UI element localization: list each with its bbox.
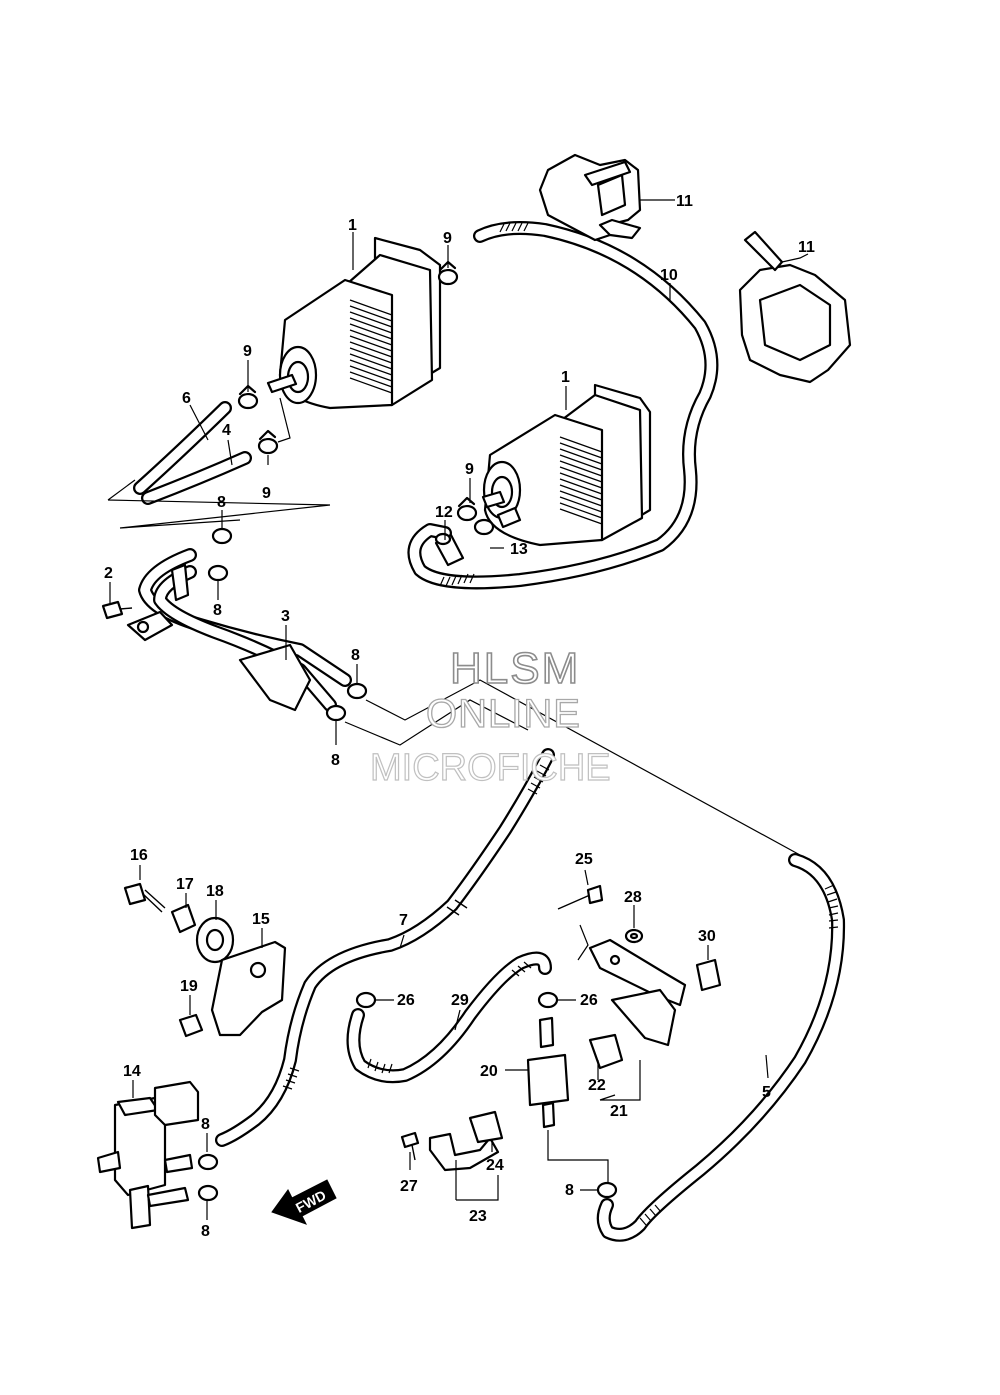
bolt-16 [123,882,166,913]
callout-23: 23 [469,1208,487,1225]
fwd-arrow-icon: FWD [271,1179,337,1225]
screw-27 [400,1131,420,1161]
watermark-line-2: ONLINE [426,692,581,736]
clamp-8g [596,1181,618,1199]
clamp-26b [537,991,559,1009]
clamp-13 [473,518,495,536]
callout-11-lower: 11 [798,239,815,256]
bracket-11-upper [538,153,642,242]
leader-lines [107,199,809,1220]
callout-15: 15 [252,911,270,928]
hose-29 [346,951,552,1084]
callout-12: 12 [435,504,453,521]
callout-24: 24 [486,1157,504,1174]
grommet-18 [195,916,235,964]
clamp-9c [257,429,279,455]
bracket-15 [210,940,287,1037]
callout-1-upper: 1 [348,217,357,234]
bracket-21 [588,938,687,1047]
clip-22 [588,1033,624,1070]
callout-30: 30 [698,928,716,945]
callout-27: 27 [400,1178,418,1195]
hose-4 [141,451,252,505]
watermark-line-1: HLSM [450,644,580,693]
callout-5: 5 [762,1084,771,1101]
callouts: 1 1 2 3 4 5 6 7 8 8 8 8 8 8 8 9 9 9 9 10… [104,193,815,1240]
bracket-23 [428,1132,500,1172]
callout-9-a: 9 [443,230,452,247]
clamp-8a [211,527,233,545]
bracket-11-lower [738,230,852,384]
clamp-9d [456,496,478,522]
callout-22: 22 [588,1077,606,1094]
callout-26-b: 26 [580,992,598,1009]
solenoid-valve-14 [96,1080,200,1230]
bolt-2 [101,600,133,620]
clamp-8d [325,704,347,722]
callout-9-c: 9 [262,485,271,502]
callout-11-upper: 11 [676,193,693,210]
callout-2: 2 [104,565,113,582]
hose-12 [434,532,465,567]
callout-3: 3 [281,608,290,625]
clamp-8c [346,682,368,700]
hose-5 [596,853,846,1242]
canister-1-upper [266,236,442,410]
clamp-9a [437,260,459,286]
collar-17 [170,903,197,934]
callout-25: 25 [575,851,593,868]
callout-1-lower: 1 [561,369,570,386]
callout-9-b: 9 [243,343,252,360]
callout-20: 20 [480,1063,498,1080]
clamp-26a [355,991,377,1009]
cap-30 [695,958,722,992]
hose-10 [407,221,719,590]
callout-14: 14 [123,1063,141,1080]
hose-7 [215,748,555,1147]
callout-29: 29 [451,992,469,1009]
callout-17: 17 [176,876,194,893]
rivet-25 [557,884,604,910]
watermark-line-3: MICROFICHE [370,747,611,789]
callout-8-b: 8 [213,602,222,619]
callout-4: 4 [222,422,231,439]
callout-26-a: 26 [397,992,415,1009]
callout-8-a: 8 [217,494,226,511]
washer-28 [624,928,644,944]
callout-16: 16 [130,847,148,864]
canister-1-lower [481,383,652,547]
clip-24 [468,1110,504,1144]
clamp-8e [197,1153,219,1171]
callout-21: 21 [610,1103,628,1120]
callout-6: 6 [182,390,191,407]
callout-18: 18 [206,883,224,900]
callout-7: 7 [399,912,408,929]
clamp-8f [197,1184,219,1202]
pipe-3 [126,548,352,712]
clamp-9b [237,384,259,410]
callout-19: 19 [180,978,198,995]
callout-8-e: 8 [201,1116,210,1133]
watermark: HLSM ONLINE MICROFICHE [369,643,611,789]
callout-8-c: 8 [351,647,360,664]
hose-6 [133,401,232,495]
callout-8-g: 8 [565,1182,574,1199]
nut-19 [178,1013,204,1038]
filter-20 [526,1016,570,1129]
callout-9-d: 9 [465,461,474,478]
callout-28: 28 [624,889,642,906]
callout-8-d: 8 [331,752,340,769]
clamp-8b [207,564,229,582]
callout-10: 10 [660,267,678,284]
callout-13: 13 [510,541,528,558]
callout-8-f: 8 [201,1223,210,1240]
